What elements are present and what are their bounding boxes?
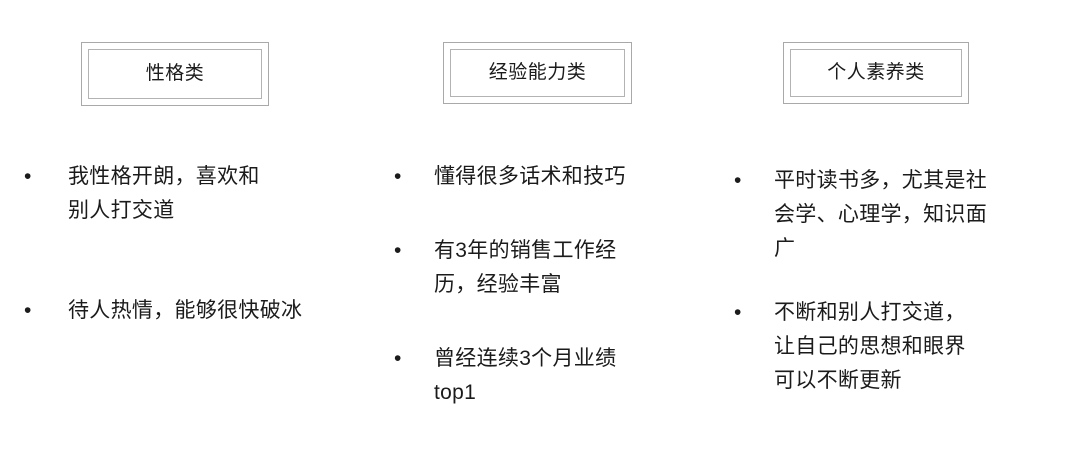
- bullet-item: • 平时读书多，尤其是社 会学、心理学，知识面 广: [734, 164, 1054, 266]
- bullet-dot-icon: •: [734, 169, 742, 192]
- category-title: 个人素养类: [827, 61, 925, 83]
- category-box-inner-frame: 个人素养类: [790, 49, 962, 97]
- bullet-text: 平时读书多，尤其是社 会学、心理学，知识面 广: [774, 169, 987, 260]
- bullet-item: • 不断和别人打交道， 让自己的思想和眼界 可以不断更新: [734, 296, 1054, 398]
- category-box-experience: 经验能力类: [443, 42, 632, 104]
- category-box-quality: 个人素养类: [783, 42, 969, 104]
- bullet-text: 我性格开朗，喜欢和 别人打交道: [68, 165, 260, 222]
- category-box-inner-frame: 性格类: [88, 49, 262, 99]
- bullet-dot-icon: •: [394, 165, 402, 188]
- bullet-text: 懂得很多话术和技巧: [434, 165, 626, 188]
- bullet-dot-icon: •: [734, 301, 742, 324]
- bullet-text: 曾经连续3个月业绩 top1: [434, 347, 617, 404]
- bullet-item: • 有3年的销售工作经 历，经验丰富: [394, 234, 694, 302]
- bullet-item: • 待人热情，能够很快破冰: [24, 294, 384, 328]
- bullet-text: 有3年的销售工作经 历，经验丰富: [434, 239, 617, 296]
- bullet-text: 待人热情，能够很快破冰: [68, 299, 303, 322]
- bullet-dot-icon: •: [394, 239, 402, 262]
- bullet-dot-icon: •: [24, 299, 32, 322]
- bullet-column-experience: • 懂得很多话术和技巧 • 有3年的销售工作经 历，经验丰富 • 曾经连续3个月…: [394, 160, 694, 410]
- bullet-dot-icon: •: [24, 165, 32, 188]
- category-title: 性格类: [145, 62, 205, 84]
- bullet-text: 不断和别人打交道， 让自己的思想和眼界 可以不断更新: [774, 301, 966, 392]
- bullet-item: • 懂得很多话术和技巧: [394, 160, 694, 194]
- category-title: 经验能力类: [488, 61, 587, 83]
- bullet-column-quality: • 平时读书多，尤其是社 会学、心理学，知识面 广 • 不断和别人打交道， 让自…: [734, 164, 1054, 398]
- bullet-column-personality: • 我性格开朗，喜欢和 别人打交道 • 待人热情，能够很快破冰: [24, 160, 384, 328]
- bullet-item: • 曾经连续3个月业绩 top1: [394, 342, 694, 410]
- bullet-dot-icon: •: [394, 347, 402, 370]
- category-box-personality: 性格类: [81, 42, 269, 106]
- bullet-item: • 我性格开朗，喜欢和 别人打交道: [24, 160, 384, 228]
- category-box-inner-frame: 经验能力类: [450, 49, 625, 97]
